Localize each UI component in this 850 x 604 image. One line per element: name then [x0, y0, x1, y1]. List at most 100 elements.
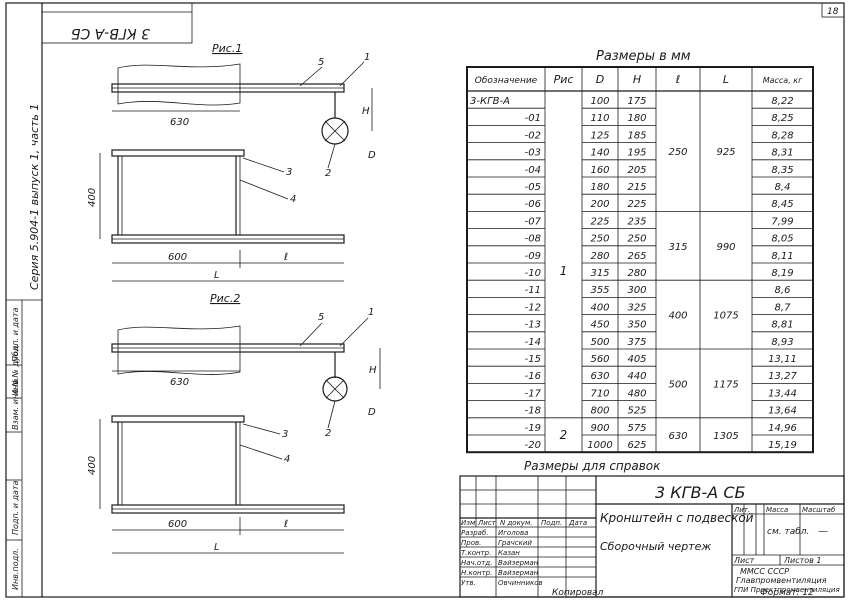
reference-note: Размеры для справок	[524, 459, 661, 473]
tb-col-header: Лист	[477, 519, 497, 527]
tb-mass-value: см. табл.	[767, 527, 809, 537]
sheet-number: 18	[827, 7, 839, 17]
tb-role-name: Казан	[498, 549, 520, 557]
fig2-wall	[117, 325, 241, 375]
tb-role-name: Грачский	[498, 539, 532, 547]
table-cell-h: 575	[627, 423, 646, 434]
table-cell-mass: 13,27	[768, 371, 797, 382]
table-header-cell: H	[633, 73, 641, 86]
fig1-callout-3: 3	[286, 167, 292, 178]
table-cell-d: 225	[590, 216, 609, 227]
table-cell-designation: -15	[525, 354, 541, 365]
table-cell-designation: -19	[525, 423, 541, 434]
table-cell-d: 1000	[587, 440, 612, 451]
tb-col-header: Подп.	[541, 519, 562, 527]
table-cell-h: 525	[627, 406, 646, 417]
fig1-callout-5: 5	[318, 57, 324, 68]
fig2-dim-L-label: L	[214, 542, 220, 553]
table-title: Размеры в мм	[596, 49, 691, 64]
fig1-title: Рис.1	[212, 42, 242, 55]
tb-scale-value: —	[818, 526, 828, 537]
tb-role-label: Н.контр.	[461, 569, 492, 577]
table-cell-designation: -09	[525, 251, 541, 262]
fig1-dim-630-label: 630	[170, 117, 189, 128]
fig2-dim-h-label: H	[369, 365, 377, 376]
tb-doc-type: Сборочный чертеж	[600, 540, 711, 553]
table-cell-h: 440	[627, 371, 646, 382]
side-label-sign-date-2: Подп. и дата	[11, 307, 20, 362]
table-cell-h: 215	[627, 182, 646, 193]
table-cell-mass: 8,6	[775, 285, 791, 296]
table-cell-designation: -04	[525, 165, 541, 176]
table-cell-h: 280	[627, 268, 646, 279]
side-label-inv-orig: Инв.подл.	[11, 548, 20, 590]
fig2-dim-600-label: 600	[168, 519, 187, 530]
fig2-leader	[242, 423, 281, 435]
fig1-leader	[299, 66, 323, 87]
tb-role-label: Нач.отд.	[461, 559, 492, 567]
fig1-callout-2: 2	[325, 168, 331, 179]
tb-mass-label: Масса	[766, 506, 788, 514]
table-cell-L: 1075	[713, 311, 738, 322]
table-header-cell: D	[596, 73, 604, 86]
title-block-frame	[459, 475, 845, 598]
table-cell-mass: 8,7	[775, 302, 792, 313]
table-cell-d: 140	[590, 148, 609, 159]
table-cell-designation: -14	[525, 337, 541, 348]
table-cell-d: 250	[590, 234, 609, 245]
table-header-cell: Обозначение	[475, 76, 538, 86]
table-cell-designation: -16	[525, 371, 541, 382]
table-cell-l: 250	[668, 147, 687, 158]
table-cell-designation: -07	[525, 216, 542, 227]
fig2-dim-630-label: 630	[170, 377, 189, 388]
table-cell-h: 250	[627, 234, 646, 245]
table-cell-l: 500	[668, 379, 687, 390]
fig2-leader	[299, 322, 323, 347]
fig1-pipe-cross	[324, 120, 346, 142]
title-block: Изм Лист N докум. Подп. Дата Разраб.Игол…	[459, 475, 845, 598]
copied-by: Копировал	[552, 588, 604, 598]
table-cell-mass: 8,19	[771, 268, 793, 279]
table-cell-h: 180	[627, 113, 646, 124]
tb-name: Кронштейн с подвеской	[600, 511, 754, 525]
table-cell-designation: -02	[525, 130, 541, 141]
fig1-callout-4: 4	[290, 194, 296, 205]
table-cell-mass: 8,28	[771, 130, 793, 141]
fig2-dim-l-label: ℓ	[284, 519, 288, 530]
table-cell-L: 990	[716, 242, 735, 253]
table-cell-mass: 7,99	[771, 216, 793, 227]
tb-col-header: Изм	[461, 519, 476, 527]
table-cell-h: 225	[627, 199, 646, 210]
table-cell-designation: -18	[525, 406, 541, 417]
fig2-frame-top	[111, 415, 245, 423]
fig1-dim-L-label: L	[214, 270, 220, 281]
table-cell-d: 355	[590, 285, 609, 296]
table-cell-h: 480	[627, 388, 646, 399]
table-cell-designation: 3-КГВ-А	[470, 96, 510, 107]
table-cell-mass: 8,22	[771, 96, 793, 107]
figure-1: Рис.1 630 H D 5 1 2 3 4	[87, 42, 376, 282]
table-header-cell: ℓ	[675, 73, 681, 86]
table-cell-mass: 13,11	[768, 354, 797, 365]
rotated-stamp-code: 3 КГВ-А СБ	[71, 25, 150, 41]
table-cell-d: 630	[590, 371, 609, 382]
table-cell-designation: -20	[525, 440, 541, 451]
format-label: Формат: 12	[760, 588, 814, 598]
table-cell-mass: 8,25	[771, 113, 793, 124]
table-cell-designation: -01	[525, 113, 541, 124]
table-cell-d: 800	[590, 406, 609, 417]
table-cell-h: 625	[627, 440, 646, 451]
fig1-dim-l-label: ℓ	[284, 252, 288, 263]
tb-org-1: ММСС СССР	[740, 567, 789, 576]
table-cell-designation: -05	[525, 182, 541, 193]
tb-scale-label: Масштаб	[802, 506, 836, 514]
table-cell-d: 900	[590, 423, 609, 434]
tb-col-header: N докум.	[500, 519, 532, 527]
tb-sheets-label: Листов 1	[783, 556, 822, 565]
table-cell-designation: -17	[525, 388, 542, 399]
table-cell-mass: 8,05	[771, 234, 793, 245]
table-cell-h: 185	[627, 130, 646, 141]
table-header-cell: L	[723, 73, 729, 86]
table-cell-h: 405	[627, 354, 646, 365]
